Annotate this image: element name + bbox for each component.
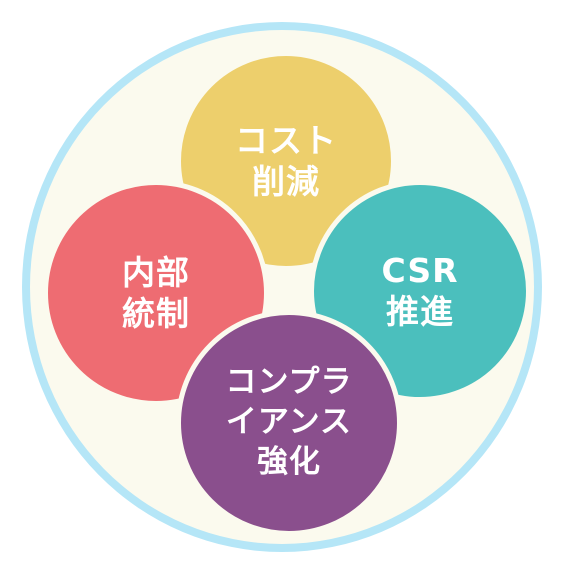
circle-label-compliance-enhancement: コンプラ イアンス 強化 [225, 364, 353, 480]
circle-compliance-enhancement: コンプラ イアンス 強化 [176, 310, 402, 536]
circle-label-csr-promotion: CSR 推進 [381, 250, 459, 331]
circle-label-cost-reduction: コスト 削減 [235, 120, 337, 201]
circle-csr-promotion: CSR 推進 [309, 180, 531, 402]
circle-label-internal-control: 内部 統制 [122, 252, 190, 333]
